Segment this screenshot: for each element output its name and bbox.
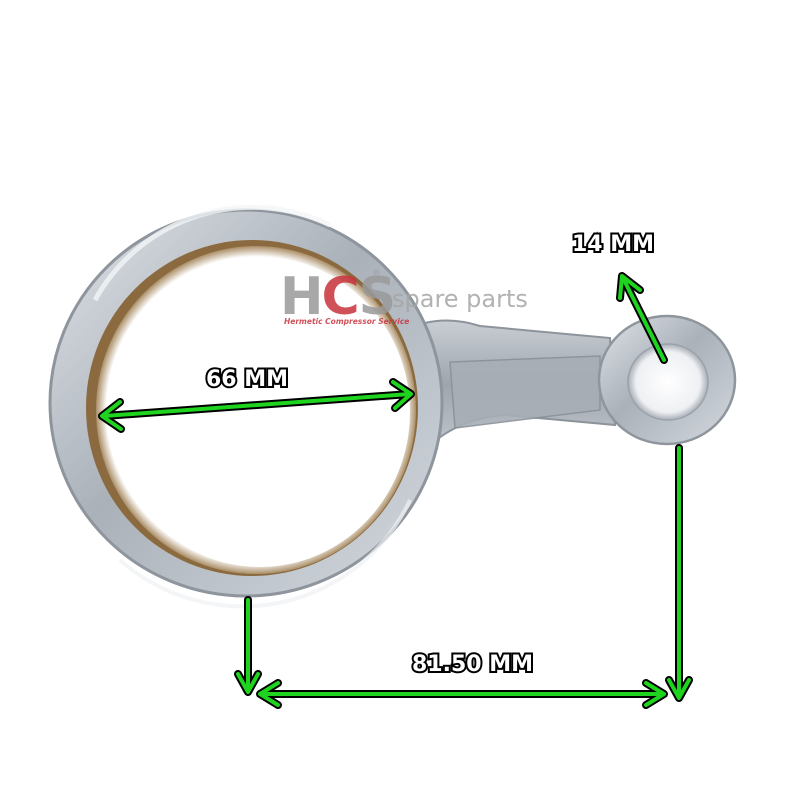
rod-shank-groove [449,355,601,429]
diameter-66-arrow [98,378,415,433]
center-distance-left-leader [234,596,262,696]
hcs-logo: HCS ® spare parts Hermetic Compressor Se… [280,267,528,327]
label-14-mm: 14 MM [572,232,654,257]
label-66-mm: 66 MM [206,367,288,392]
logo-subtitle: Hermetic Compressor Service [284,317,409,326]
logo-brand: HCS [280,267,394,327]
ring-highlight [92,204,332,302]
center-distance-arrow [256,679,668,709]
dimension-annotations [98,272,693,709]
logo-registered: ® [372,269,381,279]
ring-highlight-lower [118,499,412,609]
logo-tail: spare parts [392,285,528,313]
label-81-50-mm: 81.50 MM [412,652,533,677]
diameter-14-arrow [616,272,668,364]
big-end-bore [110,257,410,567]
center-distance-right-leader [665,444,693,702]
small-end-bore [627,343,709,421]
